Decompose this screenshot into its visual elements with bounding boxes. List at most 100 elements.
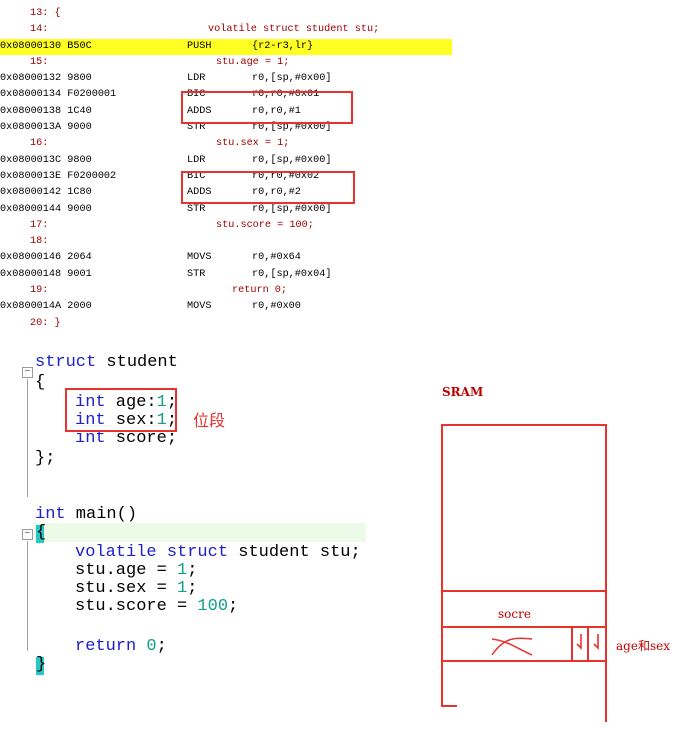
asm-addr: 0x0800013C 9800 <box>0 154 92 166</box>
number: 100 <box>197 597 229 616</box>
asm-op: MOVS <box>187 301 212 313</box>
keyword: int <box>75 411 106 430</box>
sram-lower-left-edge <box>441 660 443 707</box>
source-line-number: 13: { <box>30 8 61 19</box>
field-text: sex: <box>105 411 157 430</box>
struct-name: student <box>96 353 178 372</box>
keyword: return <box>75 637 137 656</box>
age-field-line: int age:1; <box>75 393 177 412</box>
sram-outer-box <box>441 424 607 592</box>
asm-args: r0,r0,#1 <box>252 105 301 117</box>
keyword: int <box>75 429 106 448</box>
fold-guide-line <box>27 541 28 651</box>
asm-op: STR <box>187 203 206 215</box>
source-code: stu.score = 100; <box>216 219 314 231</box>
score-field-line: int score; <box>75 429 177 448</box>
assign-text: stu.age = <box>75 561 178 580</box>
asm-op: LDR <box>187 73 206 85</box>
main-signature: int main() <box>35 505 137 524</box>
asm-line: 0x08000134 F0200001 BIC r0,r0,#0x01 <box>0 87 452 103</box>
struct-open-brace: { <box>35 373 46 392</box>
semicolon: ; <box>166 393 178 412</box>
asm-addr: 0x08000134 F0200001 <box>0 89 117 101</box>
brace-match-marker <box>36 525 44 543</box>
asm-args: r0,[sp,#0x00] <box>252 73 332 85</box>
asm-addr: 0x08000142 1C80 <box>0 187 92 199</box>
keyword: int <box>75 393 106 412</box>
keyword: struct <box>35 353 97 372</box>
sram-title: SRAM <box>442 385 484 399</box>
sex-field-line: int sex:1; <box>75 411 177 430</box>
number: 1 <box>177 579 188 598</box>
bitfield-highlight-box <box>65 388 177 432</box>
asm-line: 0x08000130 B50C PUSH {r2-r3,lr} <box>0 38 452 55</box>
bitfield-label: 位段 <box>193 411 226 430</box>
asm-args: r0,r0,#2 <box>252 187 301 199</box>
field-text: score; <box>105 429 178 448</box>
asm-addr: 0x08000148 9001 <box>0 268 92 280</box>
source-line: 19: return 0; <box>0 283 452 299</box>
asm-op: ADDS <box>187 105 212 117</box>
asm-args: {r2-r3,lr} <box>252 40 314 52</box>
bic-adds-highlight-box-1 <box>181 91 353 124</box>
asm-addr: 0x0800013E F0200002 <box>0 170 117 182</box>
source-line-number: 20: } <box>30 317 61 329</box>
assign-text: stu.score = <box>75 597 198 616</box>
bic-adds-highlight-box-2 <box>181 171 355 204</box>
asm-op: PUSH <box>187 40 212 52</box>
bits-label: age和sex <box>616 639 670 653</box>
source-code: stu.sex = 1; <box>216 138 290 150</box>
asm-args: r0,[sp,#0x00] <box>252 122 332 134</box>
asm-args: r0,#0x00 <box>252 301 301 313</box>
asm-op: STR <box>187 268 206 280</box>
source-line-number: 19: <box>30 285 49 297</box>
sex-bit-arrow-icon <box>593 634 599 650</box>
source-line-number: 17: <box>30 219 49 231</box>
source-code: stu.age = 1; <box>216 56 290 68</box>
source-line: 18: <box>0 234 452 250</box>
sram-lower-right-edge <box>605 660 607 722</box>
asm-addr: 0x08000130 B50C <box>0 40 92 52</box>
asm-args: r0,#0x64 <box>252 252 301 264</box>
score-assign-line: stu.score = 100; <box>75 597 239 616</box>
stu-decl-line: volatile struct student stu; <box>75 543 361 562</box>
source-code: return 0; <box>232 285 288 297</box>
keyword: volatile <box>75 543 157 562</box>
assign-text: stu.sex = <box>75 579 178 598</box>
struct-decl-line: struct student <box>35 353 178 372</box>
asm-addr: 0x08000132 9800 <box>0 73 92 85</box>
sram-sex-bit <box>587 626 607 662</box>
source-line: 20: } <box>0 316 452 332</box>
asm-addr: 0x08000144 9000 <box>0 203 92 215</box>
keyword: struct <box>156 543 229 562</box>
main-close-brace: } <box>36 655 47 674</box>
decl-text: student stu; <box>228 543 361 562</box>
fold-toggle-main[interactable]: − <box>22 529 33 540</box>
source-line-number: 15: <box>30 56 49 68</box>
source-line: 14:volatile struct student stu; <box>0 22 452 38</box>
return-line: return 0; <box>75 637 167 656</box>
asm-args: r0,[sp,#0x00] <box>252 154 332 166</box>
age-assign-line: stu.age = 1; <box>75 561 198 580</box>
semicolon: ; <box>156 637 167 656</box>
asm-op: MOVS <box>187 252 212 264</box>
source-line: 16: stu.sex = 1; <box>0 136 452 152</box>
asm-op: BIC <box>187 170 206 182</box>
asm-op: STR <box>187 122 206 134</box>
number: 1 <box>156 411 167 430</box>
source-line-number: 16: <box>30 138 49 150</box>
asm-op: BIC <box>187 89 206 101</box>
fold-toggle-struct[interactable]: − <box>22 367 33 378</box>
age-bit-arrow-icon <box>576 634 582 650</box>
keyword: int <box>35 505 66 524</box>
sex-assign-line: stu.sex = 1; <box>75 579 198 598</box>
c-source-editor: − − struct student { int age:1; int sex:… <box>0 345 420 725</box>
asm-args: r0,r0,#0x01 <box>252 89 320 101</box>
